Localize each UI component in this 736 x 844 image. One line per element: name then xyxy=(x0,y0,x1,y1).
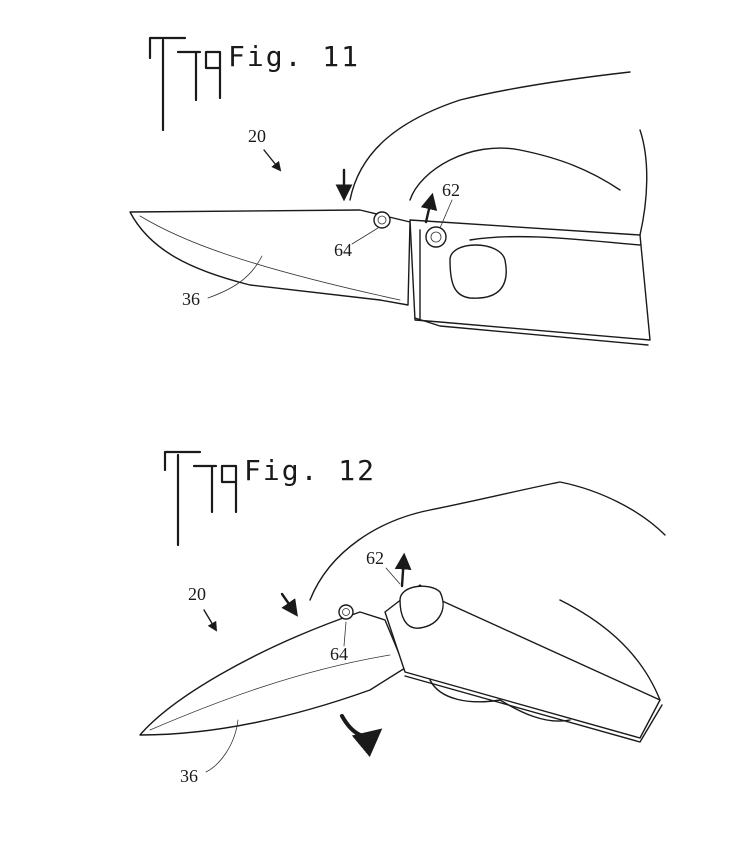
fig-12-hand-outline xyxy=(309,481,666,722)
fig-12-title-strokes xyxy=(163,450,238,547)
fig-11-finger-line xyxy=(469,235,641,246)
fig-12-label-36: 36 xyxy=(180,766,198,786)
fig-11-leader-64 xyxy=(351,227,379,245)
fig-11-handle-liner xyxy=(414,317,649,346)
fig-11-leader-62 xyxy=(439,199,453,229)
fig-11-blade xyxy=(129,209,411,306)
fig-12-thumb xyxy=(399,585,444,629)
fig-11-title-strokes xyxy=(148,36,222,132)
fig-12-handle-liner xyxy=(404,675,663,743)
fig-11-blade-grind xyxy=(139,215,401,301)
fig-11-leader-36 xyxy=(207,255,263,299)
fig-12-label-20: 20 xyxy=(188,584,206,604)
fig-12-leader-64 xyxy=(343,621,347,647)
fig-11-hand-outline xyxy=(349,71,648,236)
fig-12-down-arrow xyxy=(280,592,298,617)
fig-11-label-62: 62 xyxy=(442,180,460,200)
fig-11-label-20: 20 xyxy=(248,126,266,146)
fig-11-up-arrow xyxy=(420,192,438,224)
fig-12-label-64: 64 xyxy=(330,644,348,664)
fig-12-label-62: 62 xyxy=(366,548,384,568)
fig-12-ref-arrow-20 xyxy=(203,609,218,632)
fig-11-label-64: 64 xyxy=(334,240,352,260)
fig-11-title: Fig. 11 xyxy=(228,40,360,73)
fig-12-leader-36 xyxy=(205,719,239,773)
fig-11-ref-arrow-20 xyxy=(263,149,282,172)
figure-11: Fig. 11 20 64 62 36 xyxy=(129,36,651,346)
fig-12-stud xyxy=(338,604,354,620)
fig-12-up-arrow xyxy=(394,552,412,588)
fig-12-title: Fig. 12 xyxy=(244,454,376,487)
fig-12-rotation-arrow xyxy=(340,714,383,758)
fig-11-button xyxy=(425,226,447,248)
fig-11-stud xyxy=(373,211,391,229)
fig-11-thumb xyxy=(449,244,507,299)
fig-12-blade-grind xyxy=(149,654,391,731)
fig-12-leader-62 xyxy=(385,567,401,585)
fig-12-blade xyxy=(139,611,406,736)
figure-12: Fig. 12 20 64 62 36 xyxy=(139,450,666,786)
fig-11-label-36: 36 xyxy=(182,289,200,309)
